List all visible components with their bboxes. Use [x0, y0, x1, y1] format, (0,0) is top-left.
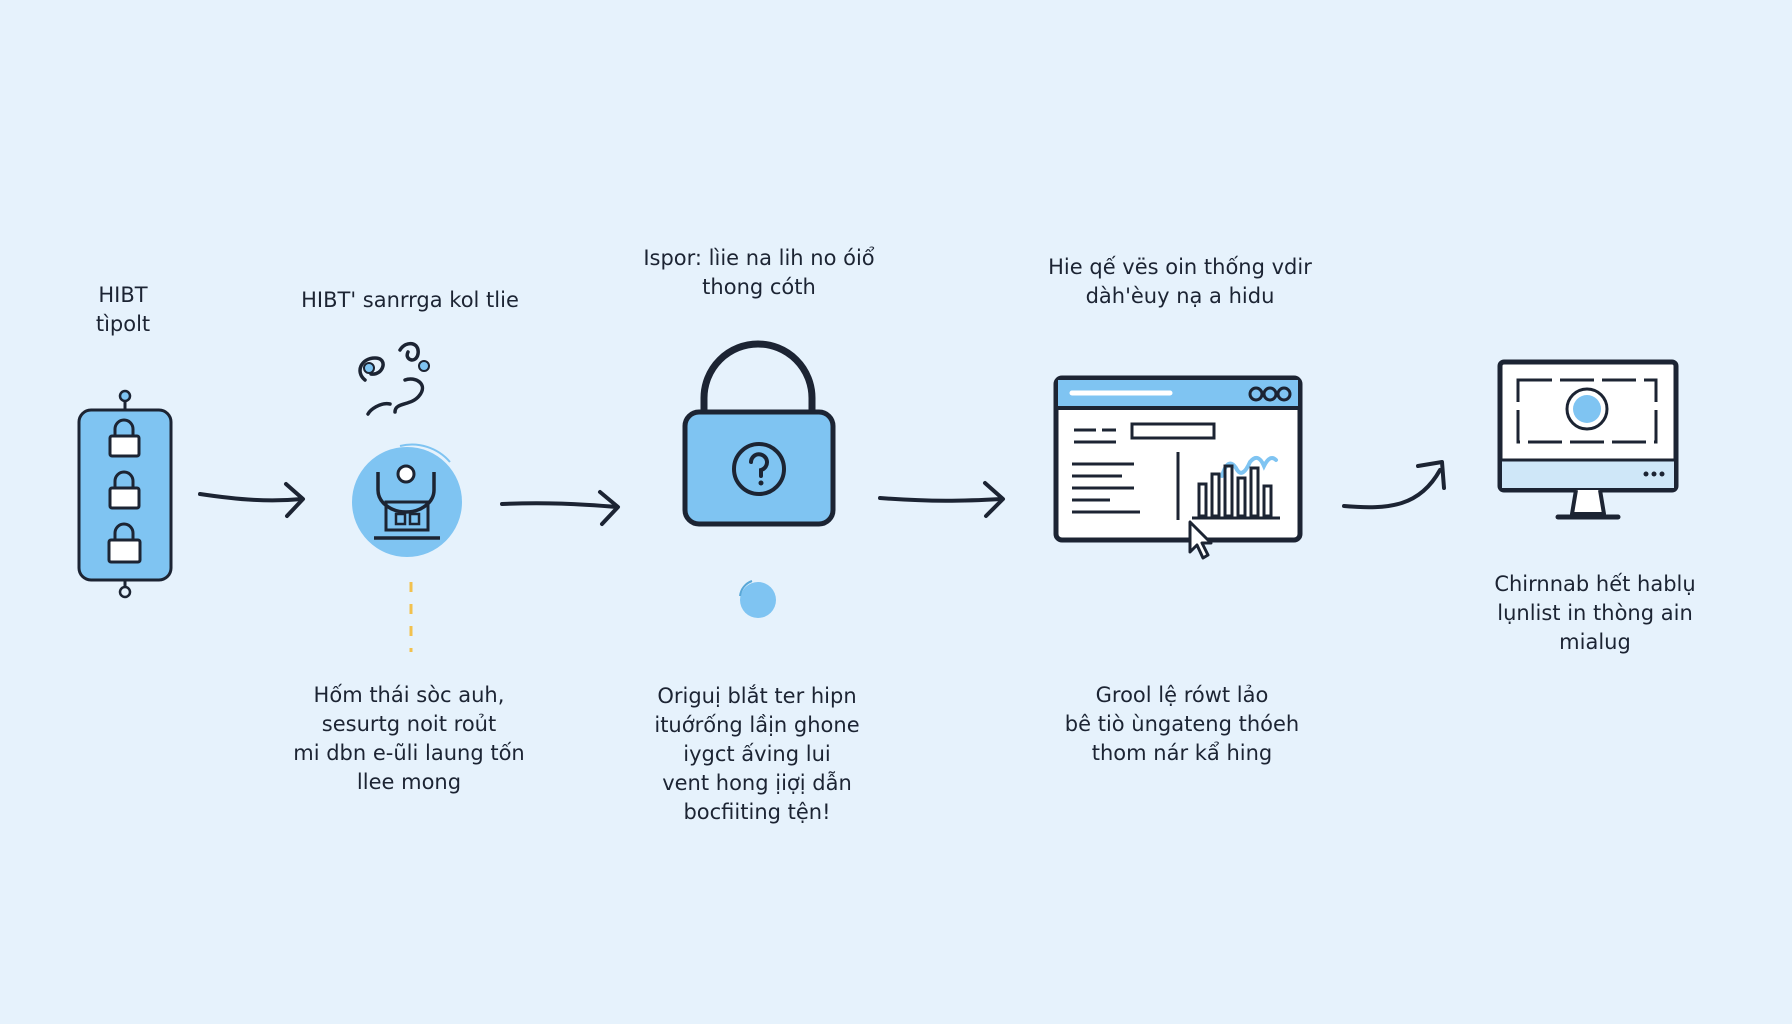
browser-dashboard-icon: [1053, 375, 1303, 560]
desktop-monitor-icon: [1497, 359, 1679, 520]
label-line: iygct ấving lui: [683, 742, 831, 766]
label-line: mialug: [1559, 630, 1631, 654]
label-line: Hie qế vës oin thống vdir: [1048, 255, 1312, 279]
label-line: ituớrống lầịn ghone: [654, 713, 860, 737]
arrow-right-1: [198, 482, 305, 518]
lock-list-icon: [77, 389, 173, 599]
step-2-bottom-label: Hốm thái sòc auh, sesurtg noit roủt mi d…: [293, 681, 524, 797]
label-line: bocfiiting tện!: [683, 800, 831, 824]
label-line: mi dbn e-ũli laung tốn: [293, 741, 525, 765]
label-line: Hốm thái sòc auh,: [313, 683, 505, 707]
arrow-right-3: [878, 481, 1005, 518]
label-line: llee mong: [356, 770, 462, 794]
step-1-top-label: HIBT tìpolt: [96, 281, 150, 339]
step-3-top-label: Ispor: lìie na lih no óiổ thong cóth: [643, 244, 874, 302]
label-line: Chirnnab hết hablụ: [1494, 572, 1696, 596]
label-line: Grool lệ rówt lảo: [1095, 683, 1269, 707]
label-line: sesurtg noit roủt: [321, 712, 497, 736]
step-2-top-label: HIBT' sanrrga kol tlie: [301, 286, 519, 315]
security-robot-icon: [352, 341, 462, 652]
label-line: Origuị blắt ter hipn: [657, 684, 857, 708]
label-line: Ispor: lìie na lih no óiổ: [643, 246, 875, 270]
label-line: dàh'èuy nạ a hidu: [1085, 284, 1275, 308]
padlock-question-icon: [682, 340, 836, 618]
label-line: HIBT: [98, 283, 148, 307]
label-line: HIBT' sanrrga kol tlie: [301, 288, 519, 312]
label-line: vent hong ịiợị dẫn: [662, 771, 852, 795]
step-5-bottom-label: Chirnnab hết hablụ lụnlist in thòng ain …: [1494, 570, 1695, 657]
label-line: lụnlist in thòng ain: [1497, 601, 1693, 625]
arrow-curved-up: [1342, 460, 1446, 510]
arrow-right-2: [500, 490, 620, 526]
label-line: bê tiò ùngateng thóeh: [1064, 712, 1300, 736]
label-line: thom nár kẩ hing: [1091, 741, 1273, 765]
step-4-top-label: Hie qế vës oin thống vdir dàh'èuy nạ a h…: [1048, 253, 1312, 311]
label-line: tìpolt: [95, 312, 151, 336]
step-4-bottom-label: Grool lệ rówt lảo bê tiò ùngateng thóeh …: [1065, 681, 1299, 768]
step-3-bottom-label: Origuị blắt ter hipn ituớrống lầịn ghone…: [654, 682, 859, 827]
label-line: thong cóth: [702, 275, 816, 299]
